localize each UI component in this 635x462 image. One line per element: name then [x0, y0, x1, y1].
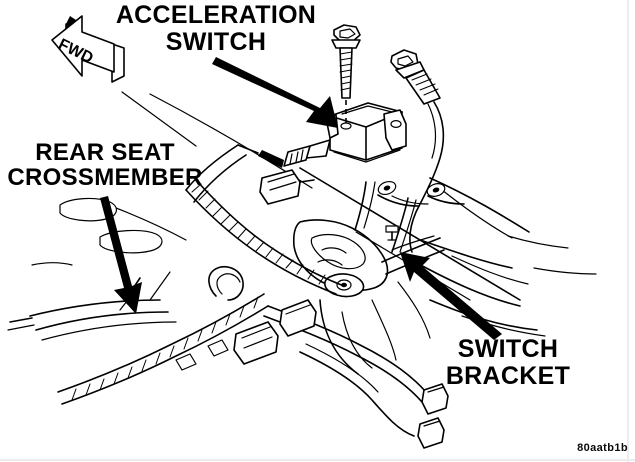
label-switch-bracket: SWITCH BRACKET: [432, 336, 584, 389]
fwd-direction-arrow: [51, 15, 125, 83]
callout-arrow-switch-bracket: [400, 252, 502, 340]
figure-code: 80aatb1b: [577, 442, 628, 454]
mounting-bolt-right: [390, 49, 445, 253]
convoluted-tubing: [57, 179, 345, 405]
switch-bracket: [292, 180, 465, 298]
label-rear-seat-crossmember-line2: CROSSMEMBER: [7, 164, 203, 192]
label-rear-seat-crossmember: REAR SEAT CROSSMEMBER: [0, 140, 210, 191]
acceleration-switch-body: [237, 102, 407, 168]
label-rear-seat-crossmember-line1: REAR SEAT: [35, 139, 175, 166]
label-switch-bracket-line1: SWITCH: [457, 335, 559, 363]
wiring-harness: [57, 144, 449, 449]
floor-stud: [385, 225, 399, 241]
mounting-bolt-left: [331, 24, 361, 130]
label-switch-bracket-line2: BRACKET: [445, 361, 571, 390]
label-acceleration-switch: ACCELERATION SWITCH: [108, 2, 324, 55]
label-acceleration-switch-line2: SWITCH: [165, 27, 267, 56]
rear-seat-crossmember: [7, 197, 177, 341]
callout-arrow-rear-seat-crossmember: [100, 196, 142, 314]
callout-arrow-acceleration-switch: [212, 57, 338, 128]
label-acceleration-switch-line1: ACCELERATION: [115, 1, 317, 29]
